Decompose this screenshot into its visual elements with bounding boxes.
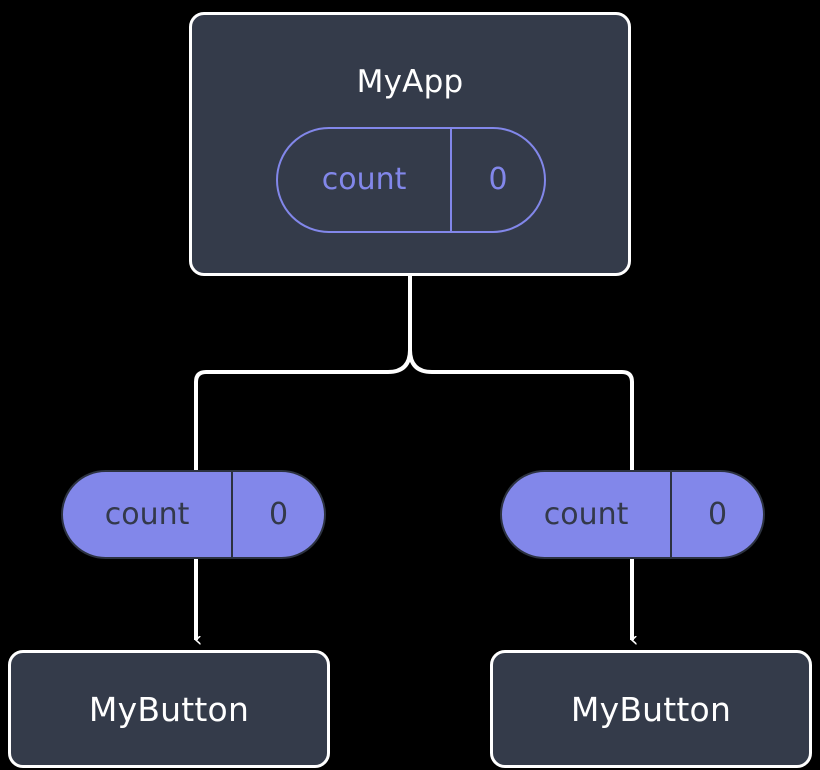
left-prop-pill[interactable]: count 0 — [61, 470, 326, 559]
right-prop-key: count — [543, 496, 629, 532]
root-component-title: MyApp — [356, 64, 464, 100]
right-prop-pill[interactable]: count 0 — [500, 470, 765, 559]
connector-root-to-left-child — [194, 276, 412, 470]
right-child-component-title: MyButton — [570, 689, 732, 729]
root-state-value: 0 — [450, 129, 544, 231]
connector-root-to-right-child — [408, 276, 634, 470]
root-state-pill[interactable]: count 0 — [276, 127, 546, 233]
right-child-component-box[interactable]: MyButton — [490, 650, 812, 768]
left-child-component-title: MyButton — [88, 689, 250, 729]
right-prop-value: 0 — [670, 472, 763, 557]
root-state-key: count — [321, 162, 407, 197]
left-prop-value: 0 — [231, 472, 324, 557]
left-child-component-box[interactable]: MyButton — [8, 650, 330, 768]
left-prop-key: count — [104, 496, 190, 532]
